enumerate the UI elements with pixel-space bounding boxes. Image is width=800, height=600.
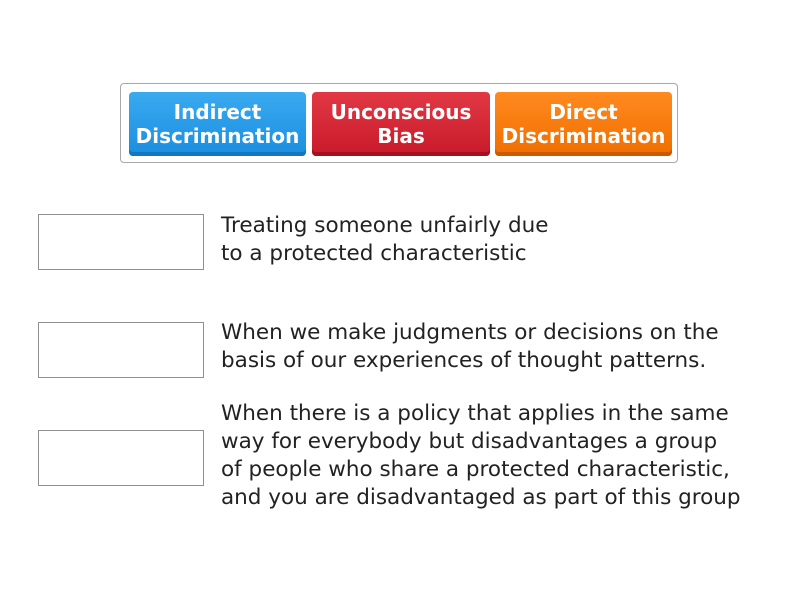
description-2: When we make judgments or decisions on t… [221,320,719,373]
drop-zone-2[interactable] [38,322,204,378]
drop-zone-3[interactable] [38,430,204,486]
description-1: Treating someone unfairly due to a prote… [221,213,549,266]
drop-zone-1[interactable] [38,214,204,270]
description-3: When there is a policy that applies in t… [221,401,741,510]
tile-unconscious-bias[interactable]: Unconscious Bias [312,92,490,156]
tile-direct-discrimination[interactable]: Direct Discrimination [495,92,672,156]
tile-indirect-discrimination[interactable]: Indirect Discrimination [129,92,306,156]
answer-tile-tray: Indirect Discrimination Unconscious Bias… [120,83,678,163]
